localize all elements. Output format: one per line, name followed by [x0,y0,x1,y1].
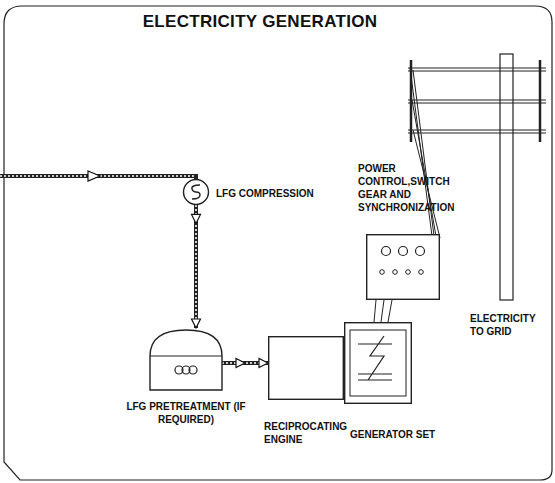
pretreatment-vessel-outline [150,328,222,390]
diagram-title: ELECTRICITY GENERATION [0,12,520,32]
control-panel: POWER CONTROL,SWITCH GEAR AND SYNCHRONIZ… [366,234,440,300]
gas-pipe [0,171,196,181]
generator-box-outline [344,322,412,404]
compressor-symbol-outline [183,179,209,205]
frame [4,6,552,480]
grid-label: ELECTRICITY TO GRID [470,312,550,338]
connector [192,205,201,328]
control-panel-outline [366,234,440,300]
node-label: LFG PRETREATMENT (IF REQUIRED) [126,400,246,426]
node-label: RECIPROCATING ENGINE [264,420,356,446]
connector [222,359,268,368]
generator-box: GENERATOR SET [344,322,412,404]
pretreatment-vessel: LFG PRETREATMENT (IF REQUIRED) [150,328,222,390]
compressor-symbol: LFG COMPRESSION [183,179,209,205]
connector [374,300,392,322]
node-label: POWER CONTROL,SWITCH GEAR AND SYNCHRONIZ… [358,162,458,214]
node-label: LFG COMPRESSION [216,187,346,200]
node-label: GENERATOR SET [350,428,460,441]
engine-box-outline [268,336,344,400]
engine-box: RECIPROCATING ENGINE [268,336,344,400]
